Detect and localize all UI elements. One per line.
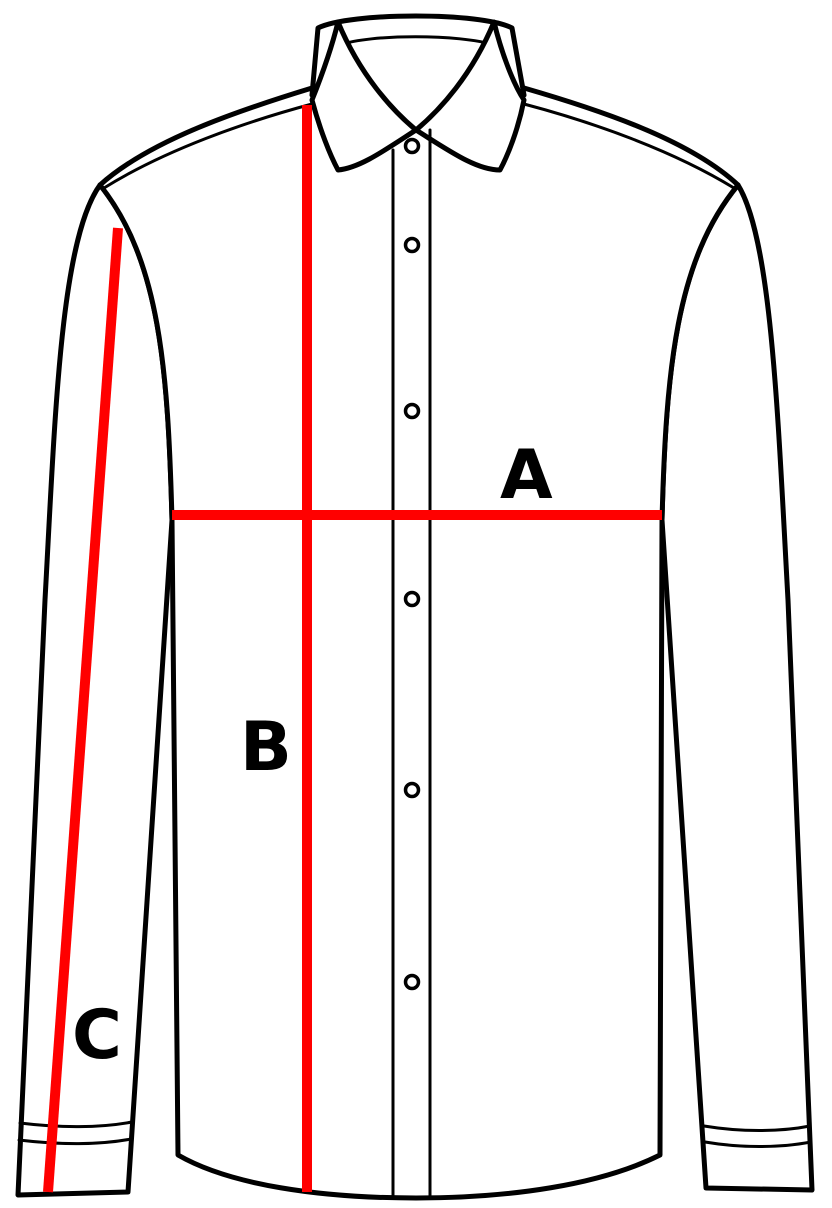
left-yoke-seam <box>102 102 314 190</box>
button-icon <box>403 402 421 420</box>
shirt-body <box>97 85 741 1201</box>
collar-left <box>309 19 419 173</box>
button-icon <box>403 236 421 254</box>
measure-label-b: B <box>240 708 292 787</box>
measure-label-a: A <box>500 436 553 515</box>
right-cuff-line-1 <box>702 1124 812 1132</box>
right-cuff-line-2 <box>703 1140 813 1148</box>
button-icon <box>403 973 421 991</box>
measure-line-c <box>43 227 123 1193</box>
collar-band-inner <box>338 35 496 47</box>
collar-right <box>413 19 527 173</box>
measure-label-c: C <box>72 996 122 1075</box>
right-sleeve <box>659 182 815 1193</box>
left-cuff-line-2 <box>17 1137 133 1146</box>
button-icon <box>403 137 421 155</box>
button-icon <box>403 590 421 608</box>
button-icon <box>403 781 421 799</box>
left-cuff-line-1 <box>18 1120 134 1129</box>
right-yoke-seam <box>522 102 736 190</box>
